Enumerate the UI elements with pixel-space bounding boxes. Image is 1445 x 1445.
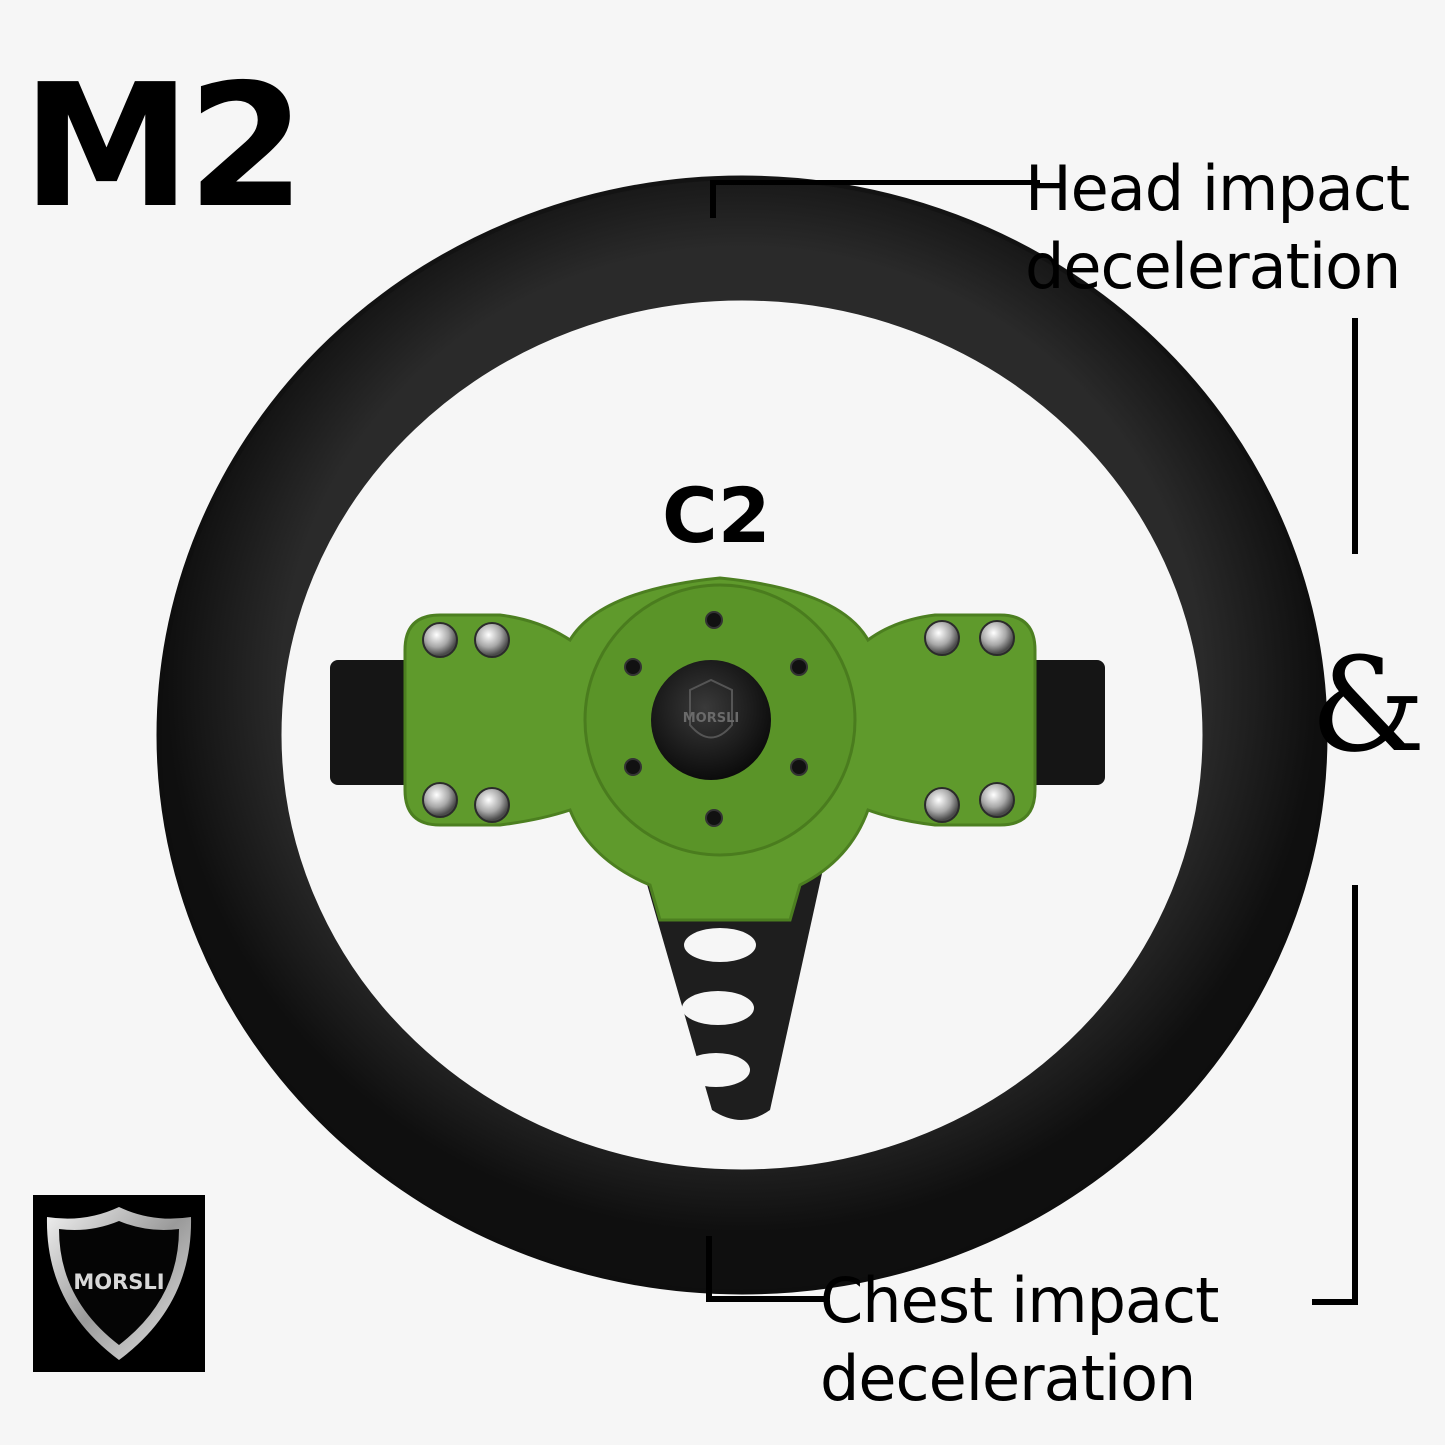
head-leader-vertical — [710, 180, 716, 218]
screw — [705, 809, 723, 827]
hub-label: C2 — [662, 471, 771, 560]
brand-name: MORSLI — [73, 1270, 164, 1294]
chest-leader-horizontal — [706, 1296, 826, 1302]
screw — [705, 611, 723, 629]
brand-logo: MORSLI — [33, 1195, 205, 1372]
bracket-foot — [1312, 1299, 1358, 1305]
push-button — [924, 620, 960, 656]
push-button — [924, 787, 960, 823]
push-button — [474, 622, 510, 658]
bracket-upper — [1352, 318, 1358, 554]
head-leader-horizontal — [710, 180, 1040, 185]
model-title: M2 — [22, 48, 305, 246]
chest-impact-note: Chest impact deceleration — [820, 1262, 1219, 1417]
head-impact-line-2: deceleration — [1025, 229, 1401, 303]
wheel-rim — [156, 175, 1328, 1295]
lower-spoke — [640, 860, 825, 1120]
hub-badge-text: MORSLI — [683, 711, 739, 726]
spoke-hole — [684, 928, 756, 962]
chest-leader-vertical — [706, 1236, 712, 1302]
chest-impact-line-2: deceleration — [820, 1341, 1196, 1415]
shield-icon: MORSLI — [46, 1207, 192, 1360]
push-button — [979, 620, 1015, 656]
head-impact-note: Head impact deceleration — [1025, 150, 1410, 305]
left-spoke-stub — [330, 660, 415, 785]
spoke-hole — [682, 1053, 750, 1087]
right-spoke-stub — [1020, 660, 1105, 785]
screw — [790, 658, 808, 676]
push-button — [422, 622, 458, 658]
screw — [624, 658, 642, 676]
spoke-hole — [682, 991, 754, 1025]
screw — [790, 758, 808, 776]
push-button — [422, 782, 458, 818]
push-button — [474, 787, 510, 823]
ampersand: & — [1310, 629, 1426, 781]
chest-impact-line-1: Chest impact — [820, 1264, 1219, 1337]
head-impact-line-1: Head impact — [1025, 152, 1410, 225]
hub-cap — [651, 660, 771, 780]
bracket-lower — [1352, 885, 1358, 1305]
screw — [624, 758, 642, 776]
push-button — [979, 782, 1015, 818]
